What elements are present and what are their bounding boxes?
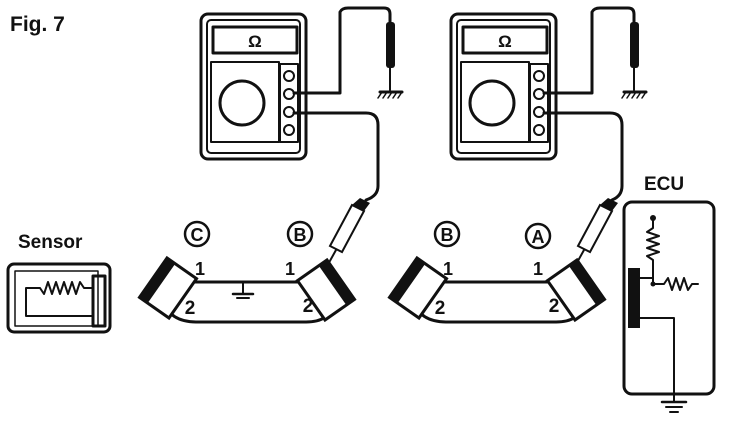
ecu-input-resistor <box>652 277 699 291</box>
connector-a-badge <box>524 222 552 250</box>
meter-left-display <box>211 25 299 55</box>
sensor-body <box>6 262 112 334</box>
connector-b-label-right: B <box>441 225 454 245</box>
ecu-box <box>622 200 716 413</box>
harness-right: B A 1 1 2 2 <box>387 220 607 324</box>
meter-right-jack-4 <box>533 124 545 136</box>
connector-b-plug-left-harness <box>295 257 357 323</box>
connector-c-label: C <box>191 225 204 245</box>
meter-left-probe-lead <box>292 111 380 202</box>
figure-label: Fig. 7 <box>10 13 65 36</box>
meter-right-jack-1 <box>533 70 545 82</box>
connector-b-badge-right <box>433 220 461 248</box>
meter-left-jack-1 <box>283 70 295 82</box>
meter-left-jack-2 <box>283 88 295 100</box>
connector-a-plug <box>545 257 607 323</box>
meter-right-ground-lead <box>542 6 636 95</box>
pin-1-label-b-left: 1 <box>285 259 295 279</box>
connector-c-badge <box>183 220 211 248</box>
meter-left-ground-probe <box>377 22 404 99</box>
meter-left-dial <box>218 79 266 127</box>
pin-1-label-a: 1 <box>533 259 543 279</box>
meter-left-jack-3 <box>283 106 295 118</box>
meter-left-test-probe <box>325 198 370 269</box>
meter-right-ground-probe <box>621 22 648 99</box>
meter-right-probe-lead <box>542 111 624 202</box>
sensor-resistor <box>25 281 94 317</box>
multimeter-right: Ω <box>449 12 558 161</box>
connector-b-plug-right-harness <box>387 255 449 321</box>
ecu-label: ECU <box>644 174 684 195</box>
meter-right-dial <box>468 79 516 127</box>
sensor-label: Sensor <box>18 232 83 253</box>
meter-left-ground-lead <box>292 6 392 95</box>
ecu-supply-terminal <box>650 215 656 221</box>
meter-right-test-probe <box>573 198 618 269</box>
meter-right-jack-3 <box>533 106 545 118</box>
meter-right-display <box>461 25 549 55</box>
multimeter-left: Ω <box>199 12 308 161</box>
connector-c-plug <box>137 255 199 321</box>
ohm-reading-left: Ω <box>248 32 262 51</box>
ohm-reading-right: Ω <box>498 32 512 51</box>
pin-1-label-c: 1 <box>195 259 205 279</box>
ecu-connector <box>628 268 640 328</box>
connector-b-badge-left <box>286 220 314 248</box>
pin-1-label-b-right: 1 <box>443 259 453 279</box>
harness-left: C B 1 1 2 2 <box>137 220 357 324</box>
meter-left-jack-4 <box>283 124 295 136</box>
meter-right-jack-2 <box>533 88 545 100</box>
pin-2-label-b-right: 2 <box>435 298 446 319</box>
pin-2-label-b-left: 2 <box>303 296 314 317</box>
pin-2-label-c: 2 <box>185 298 196 319</box>
connector-a-label: A <box>532 227 545 247</box>
connector-b-label-left: B <box>294 225 307 245</box>
pin-2-label-a: 2 <box>549 296 560 317</box>
ecu-pullup-resistor <box>646 220 660 285</box>
